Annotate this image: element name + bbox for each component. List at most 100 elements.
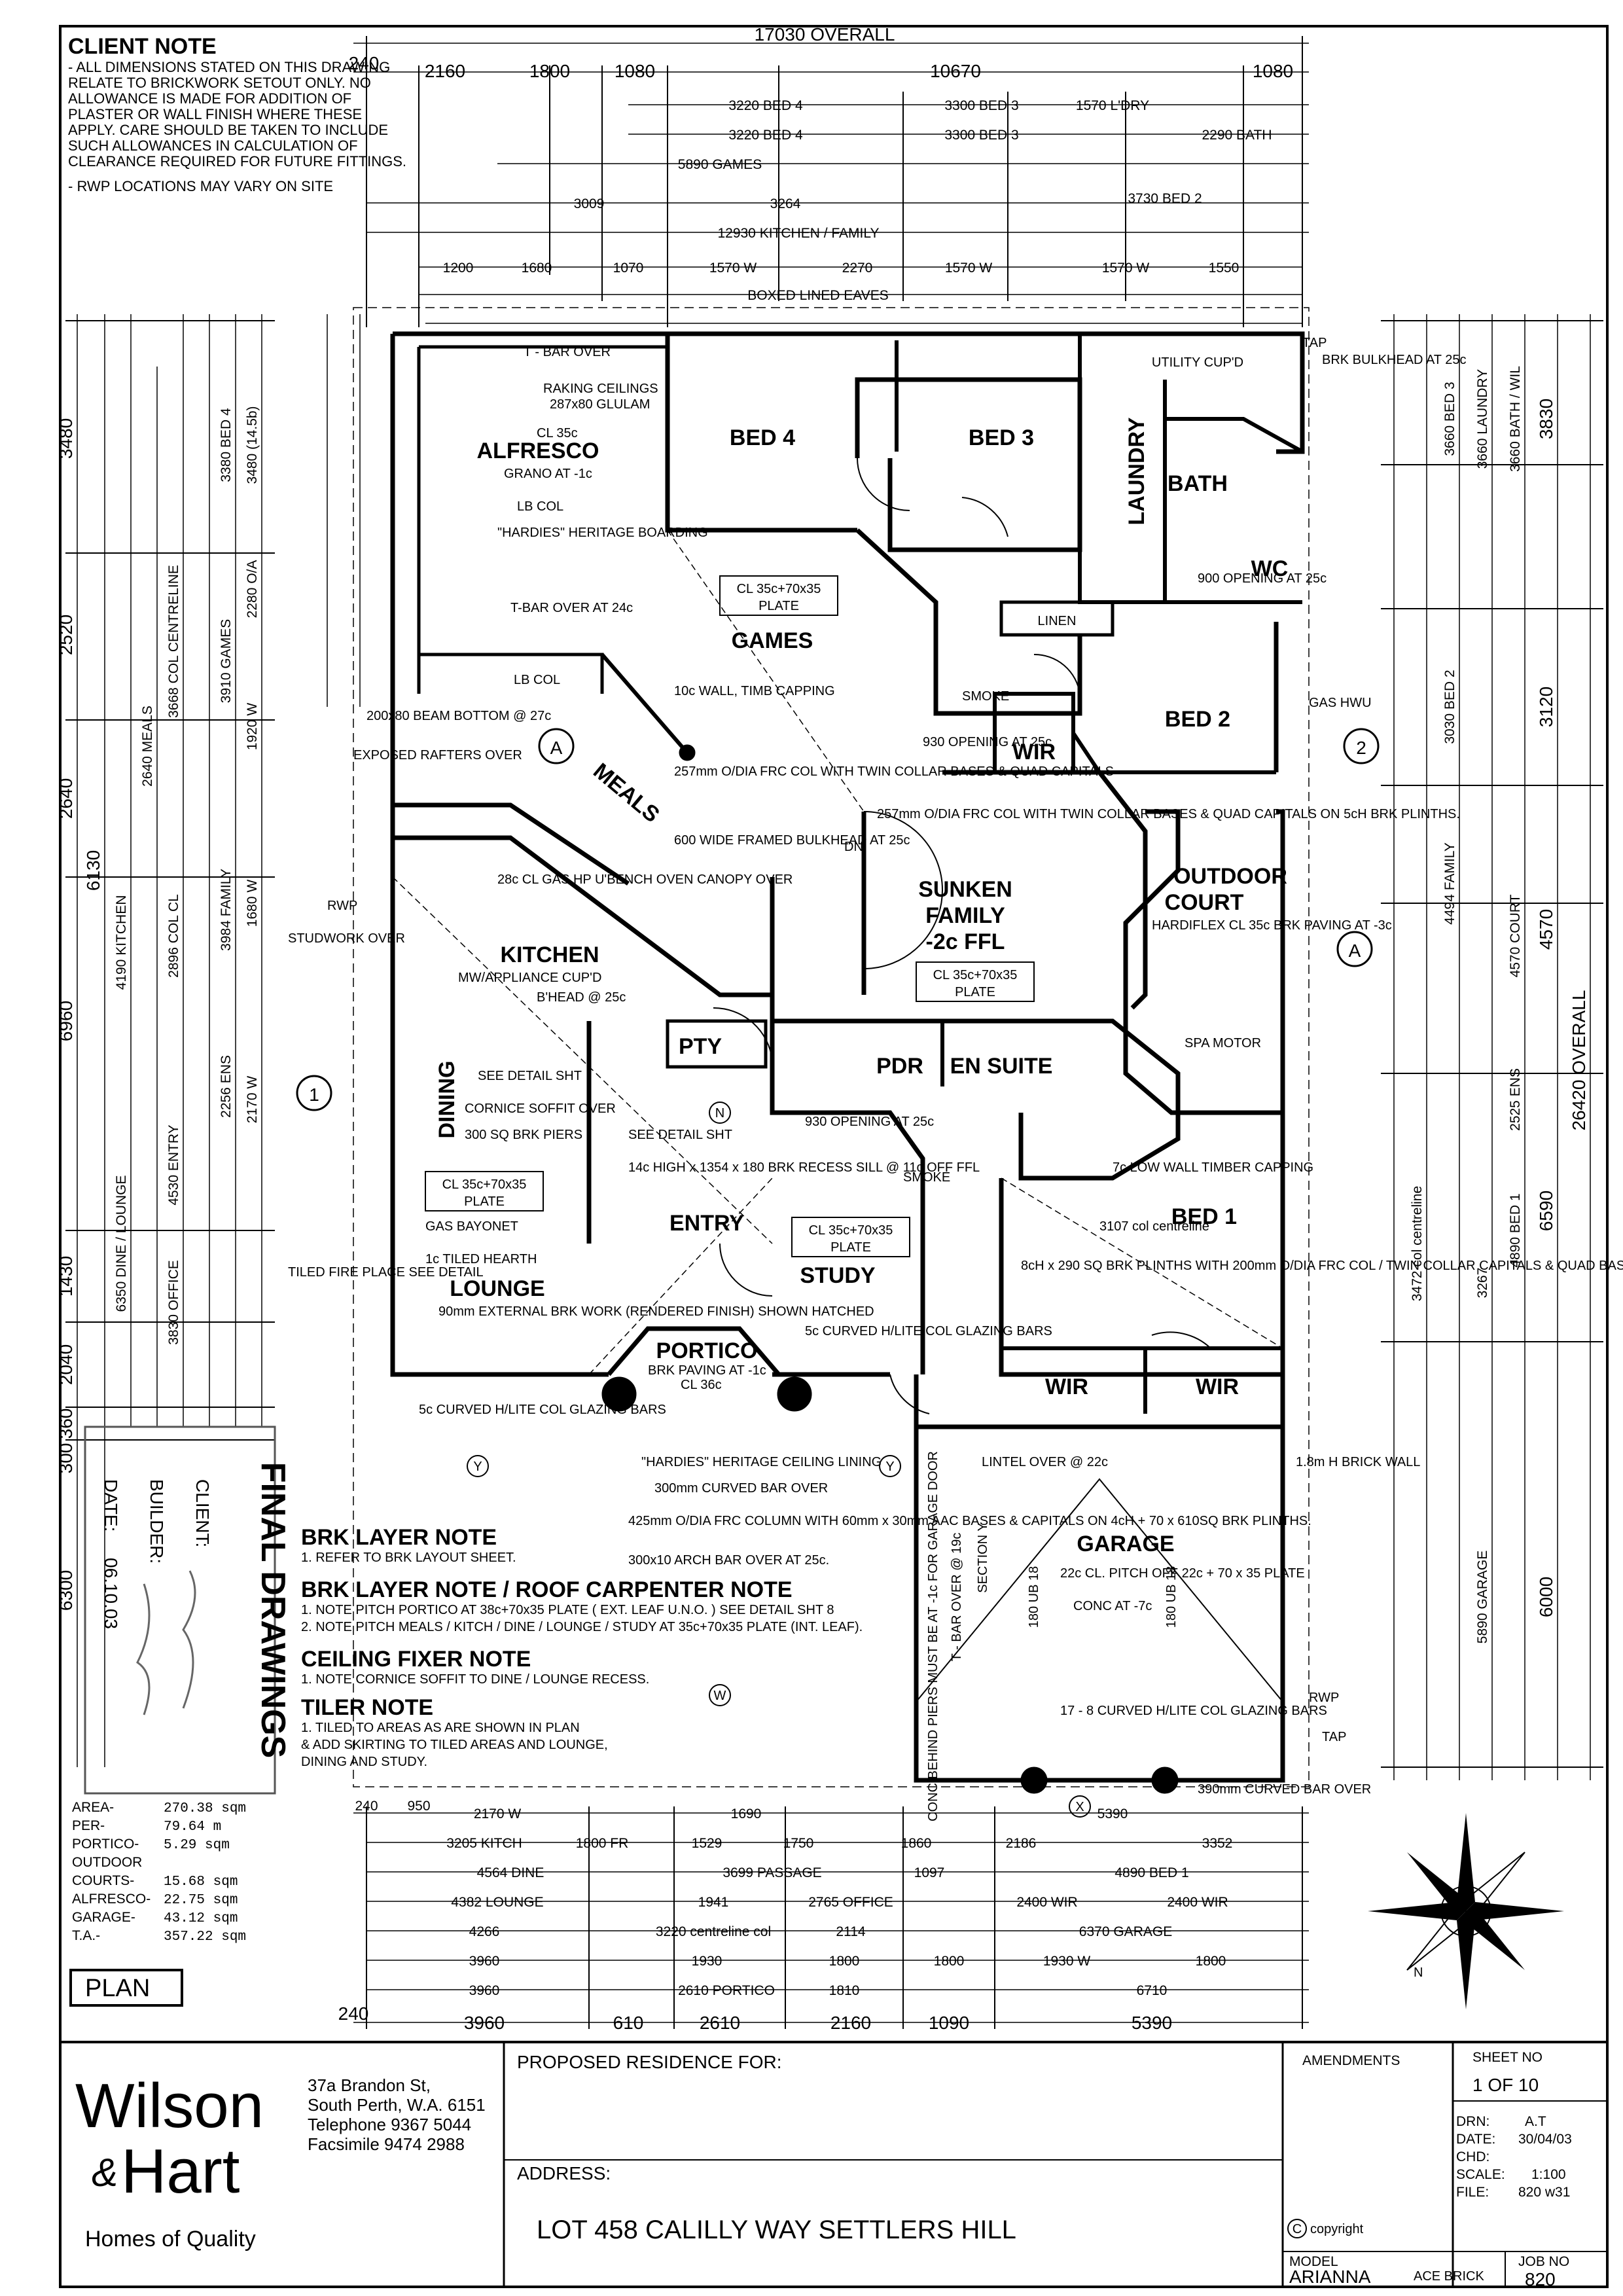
model-label: MODEL — [1289, 2254, 1338, 2269]
job-no-label: JOB NO — [1518, 2254, 1569, 2269]
dim: 3660 LAUNDRY — [1475, 369, 1490, 469]
annotation: 7c LOW WALL TIMBER CAPPING — [1113, 1160, 1313, 1175]
annotation: CL 36c — [681, 1378, 722, 1392]
annotation: GAS HWU — [1309, 696, 1372, 710]
plate-text: CL 35c+70x35 — [809, 1223, 893, 1238]
left-dimension-labels: 3480 2520 2640 6130 6960 1430 2040 360 3… — [56, 406, 260, 1611]
annotation: CONC BEHIND PIERS MUST BE AT -1c FOR GAR… — [926, 1451, 940, 1821]
dim: 4564 DINE — [477, 1865, 544, 1880]
plate-text: PLATE — [464, 1194, 505, 1209]
dim: 1070 — [613, 260, 644, 276]
dim: 26420 OVERALL — [1569, 990, 1589, 1131]
dim: 2160 — [830, 2013, 871, 2033]
construction-notes: BRK LAYER NOTE 1. REFER TO BRK LAYOUT SH… — [301, 1525, 863, 1769]
area-value: 270.38 sqm — [164, 1801, 246, 1816]
annotation: MW/APPLIANCE CUP'D — [458, 971, 601, 985]
area-label: T.A.- — [72, 1928, 100, 1943]
section-marker-label: 2 — [1356, 738, 1366, 758]
annotation: "HARDIES" HERITAGE CEILING LINING — [641, 1455, 882, 1469]
dim: 2610 PORTICO — [678, 1983, 775, 1998]
area-value: 357.22 sqm — [164, 1929, 246, 1945]
dim: 6590 — [1536, 1191, 1556, 1231]
dim: 3220 BED 4 — [728, 128, 803, 143]
sheet-no-label: SHEET NO — [1472, 2050, 1543, 2065]
annotation: "HARDIES" HERITAGE BOARDING — [497, 526, 708, 540]
dim: 3830 OFFICE — [166, 1260, 181, 1345]
annotation: STUDWORK OVER — [288, 931, 405, 946]
date-value: 30/04/03 — [1518, 2132, 1572, 2147]
dim: 3910 GAMES — [219, 619, 234, 703]
room-pantry: PTY — [679, 1034, 722, 1059]
annotation: 200x80 BEAM BOTTOM @ 27c — [366, 709, 551, 723]
ensuite-walls — [864, 1018, 1181, 1181]
dim: 3660 BATH / WIL — [1508, 366, 1523, 472]
meals-column — [679, 744, 696, 761]
dim: 4530 ENTRY — [166, 1124, 181, 1205]
area-label: GARAGE- — [72, 1910, 135, 1925]
annotation: SMOKE — [962, 689, 1009, 704]
area-value: 5.29 sqm — [164, 1838, 230, 1853]
plate-box-games — [719, 575, 838, 616]
dim: 360 — [56, 1408, 76, 1439]
dim: 2160 — [425, 61, 465, 81]
room-sunken-family-3: -2c FFL — [926, 929, 1005, 954]
detail-marker-y — [879, 1455, 901, 1477]
entry-walls — [586, 1021, 925, 1374]
area-value: 22.75 sqm — [164, 1893, 238, 1908]
section-marker-2 — [1343, 728, 1380, 764]
dim: 1800 — [529, 61, 570, 81]
dim: 6000 — [1536, 1577, 1556, 1617]
kitchen-wall — [393, 835, 772, 997]
note-text: DINING AND STUDY. — [301, 1755, 427, 1769]
garage-pier — [1151, 1767, 1179, 1794]
dim: 1800 — [1196, 1954, 1226, 1969]
annotation: SEE DETAIL SHT — [478, 1069, 582, 1083]
pantry-box — [666, 1019, 768, 1069]
note-heading: CEILING FIXER NOTE — [301, 1647, 531, 1672]
dim: 2896 COL CL — [166, 894, 181, 978]
client-note-line: ALLOWANCE IS MADE FOR ADDITION OF — [68, 90, 351, 107]
top-dimension-labels: 17030 OVERALL 240 2160 1800 1080 10670 1… — [349, 24, 1294, 303]
section-marker-label: A — [1349, 941, 1361, 961]
north-point-label: N — [715, 1106, 724, 1121]
annotation: SEE DETAIL SHT — [628, 1128, 732, 1142]
date-label: DATE: — [1456, 2132, 1495, 2147]
dim: 2765 OFFICE — [808, 1895, 893, 1910]
dim: 3480 — [56, 418, 76, 459]
file-value: 820 w31 — [1518, 2185, 1570, 2200]
note-heading: TILER NOTE — [301, 1695, 433, 1720]
copyright-symbol: C — [1293, 2222, 1302, 2236]
plan-label: PLAN — [85, 1975, 150, 2002]
alfresco-outline — [417, 345, 668, 694]
annotation: 90mm EXTERNAL BRK WORK (RENDERED FINISH)… — [438, 1304, 874, 1319]
dim: 1680 — [522, 260, 552, 276]
room-study: STUDY — [800, 1263, 876, 1288]
dim: 2170 W — [245, 1076, 260, 1124]
annotation: 1.8m H BRICK WALL — [1296, 1455, 1420, 1469]
stamp-date-value: 06.10.03 — [101, 1558, 121, 1629]
title-block: Wilson & Hart Homes of Quality 37a Brand… — [75, 2042, 1607, 2289]
stamp-date-label: DATE: — [101, 1479, 121, 1532]
meals-wall — [600, 653, 689, 754]
stamp-title: FINAL DRAWINGS — [254, 1462, 292, 1759]
annotation: 390mm CURVED BAR OVER — [1198, 1782, 1371, 1797]
plate-text: PLATE — [830, 1240, 871, 1255]
room-utility: UTILITY CUP'D — [1152, 355, 1243, 370]
room-games: GAMES — [732, 628, 813, 653]
garage-pier — [1020, 1767, 1048, 1794]
dim: 5890 GAMES — [678, 157, 762, 172]
builder-signature — [136, 1583, 151, 1715]
dim: 6350 DINE / LOUNGE — [114, 1175, 129, 1312]
dim: 3830 — [1536, 399, 1556, 439]
dim: 12930 KITCHEN / FAMILY — [717, 226, 879, 241]
room-sunken-family-2: FAMILY — [925, 903, 1005, 928]
dim: 1570 W — [709, 260, 757, 276]
dim: 1920 W — [245, 703, 260, 751]
dim: 1690 — [731, 1806, 762, 1821]
annotation: TAP — [1302, 336, 1327, 350]
dim: 1430 — [56, 1256, 76, 1297]
annotation: 10c WALL, TIMB CAPPING — [674, 684, 835, 698]
dim-overall: 17030 OVERALL — [755, 24, 895, 45]
dim: 3984 FAMILY — [219, 869, 234, 951]
area-label: PORTICO- — [72, 1837, 139, 1852]
